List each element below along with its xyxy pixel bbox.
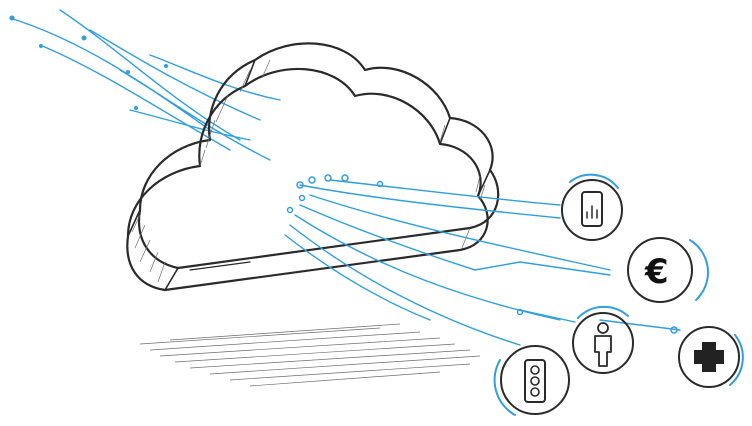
ground-shadow [140,324,480,386]
euro-icon: € [628,238,708,302]
incoming-data-streams [10,10,280,160]
cloud-shape [127,43,498,290]
smartphone-icon [562,175,622,240]
person-icon [573,307,633,373]
medical-cross-icon [679,327,743,387]
euro-glyph: € [644,252,669,292]
traffic-light-icon [495,346,569,415]
